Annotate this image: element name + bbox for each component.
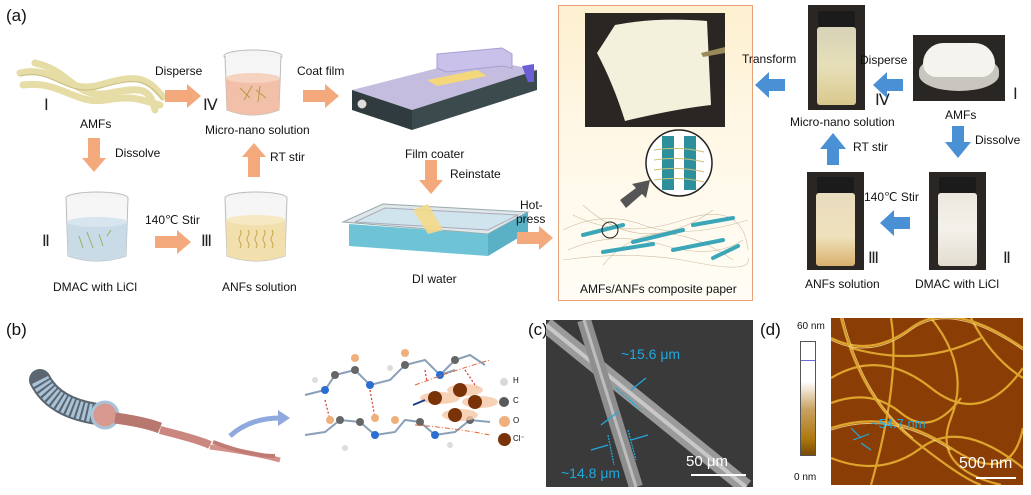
photo-disperse-arrow-icon — [873, 72, 903, 98]
dissolve-arrow-icon — [82, 138, 106, 172]
di-water-tray-illustration — [341, 203, 530, 256]
photo-stir-140-arrow-icon — [880, 210, 910, 236]
transform-label: Transform — [742, 52, 797, 66]
reinstate-label: Reinstate — [450, 167, 501, 181]
photo-roman-I: Ⅰ — [1013, 86, 1018, 103]
photo-disperse-label: Disperse — [860, 53, 908, 67]
dmac-label: DMAC with LiCl — [53, 280, 138, 294]
di-water-label: DI water — [412, 272, 457, 286]
beaker-anfs — [224, 191, 288, 262]
photo-micro-nano-label: Micro-nano solution — [790, 115, 895, 129]
panel-label-c: (c) — [528, 320, 548, 339]
amfs-label: AMFs — [80, 117, 112, 131]
afm-fiber-network — [831, 318, 1023, 485]
legend-label-h: H — [513, 376, 519, 385]
photo-rt-stir-label: RT stir — [853, 140, 888, 154]
beaker-dmac — [65, 191, 129, 262]
composite-paper-label: AMFs/ANFs composite paper — [580, 282, 737, 296]
panel-label-d: (d) — [760, 320, 781, 339]
roman-I: Ⅰ — [44, 97, 49, 114]
film-coater-label: Film coater — [405, 147, 465, 161]
sem-scale-bar-label: 50 μm — [686, 453, 728, 470]
fiber-hierarchy-illustration — [29, 369, 281, 463]
photo-roman-II: Ⅱ — [1003, 250, 1011, 267]
legend-label-o: O — [513, 416, 520, 425]
paper-sheet — [597, 19, 725, 122]
colorbar-marker — [801, 360, 815, 361]
zoom-arrow-icon — [620, 180, 650, 208]
sem-measure-2: ~14.8 μm — [561, 465, 621, 481]
photo-dmac-vial — [929, 172, 986, 270]
composite-paper-photo — [585, 13, 725, 127]
atom-c-icon — [499, 397, 509, 407]
atom-o-icon — [499, 416, 510, 427]
photo-amfs-label: AMFs — [945, 108, 977, 122]
film-coater-illustration — [352, 47, 537, 130]
roman-IV: Ⅳ — [203, 97, 218, 114]
reinstate-arrow-icon — [419, 160, 443, 194]
coat-film-arrow-icon — [303, 84, 339, 108]
photo-rt-stir-arrow-icon — [820, 133, 846, 165]
roman-II: Ⅱ — [42, 233, 50, 250]
afm-height-colorbar — [800, 341, 816, 456]
fiber-zoom-circle — [645, 129, 713, 197]
amfs-fiber-illustration — [16, 59, 167, 114]
molecular-structure-illustration — [304, 349, 498, 451]
photo-amfs — [913, 35, 1005, 101]
photo-anfs-vial — [807, 172, 864, 270]
sem-measure-1: ~15.6 μm — [621, 346, 681, 362]
stir-140-label: 140℃ Stir — [145, 213, 200, 227]
afm-scale-max: 60 nm — [797, 321, 825, 332]
rt-stir-label: RT stir — [270, 150, 305, 164]
rt-stir-arrow-icon — [242, 143, 266, 177]
disperse-label: Disperse — [155, 64, 203, 78]
sem-image: ~15.6 μm ~14.8 μm 50 μm — [546, 320, 753, 487]
hot-press-label-line2: press — [516, 212, 546, 226]
panel-label-b: (b) — [6, 320, 27, 339]
stir-140-arrow-icon — [155, 230, 191, 254]
micro-nano-solution-label: Micro-nano solution — [205, 123, 310, 137]
afm-scale-bar-label: 500 nm — [959, 455, 1013, 472]
atom-h-icon — [500, 378, 508, 386]
legend-label-c: C — [513, 396, 519, 405]
anfs-solution-label: ANFs solution — [222, 280, 297, 294]
photo-stir-140-label: 140℃ Stir — [864, 190, 919, 204]
dissolve-label: Dissolve — [115, 146, 161, 160]
sem-fibers — [546, 320, 752, 487]
photo-dissolve-arrow-icon — [945, 126, 971, 158]
afm-image: ~54.7 nm 500 nm — [831, 318, 1023, 485]
coat-film-label: Coat film — [297, 64, 345, 78]
beaker-micro-nano — [223, 49, 283, 116]
afm-scale-min: 0 nm — [794, 472, 817, 483]
disperse-arrow-icon — [165, 84, 201, 108]
transform-arrow-icon — [755, 72, 785, 98]
panel-label-a: (a) — [6, 6, 27, 25]
atom-cl-icon — [498, 433, 511, 446]
composite-network-illustration — [562, 204, 749, 268]
photo-roman-III: Ⅲ — [868, 250, 880, 267]
photo-dmac-label: DMAC with LiCl — [915, 277, 1000, 291]
curved-blue-arrow-icon — [228, 410, 290, 438]
hot-press-label-line1: Hot- — [520, 198, 543, 212]
legend-label-cl: Cl⁻ — [513, 434, 525, 443]
afm-measure: ~54.7 nm — [871, 416, 926, 431]
photo-anfs-label: ANFs solution — [805, 277, 880, 291]
hot-press-arrow-icon — [517, 226, 553, 250]
photo-micro-nano-vial — [808, 5, 865, 110]
photo-dissolve-label: Dissolve — [975, 133, 1021, 147]
roman-III: Ⅲ — [201, 233, 213, 250]
